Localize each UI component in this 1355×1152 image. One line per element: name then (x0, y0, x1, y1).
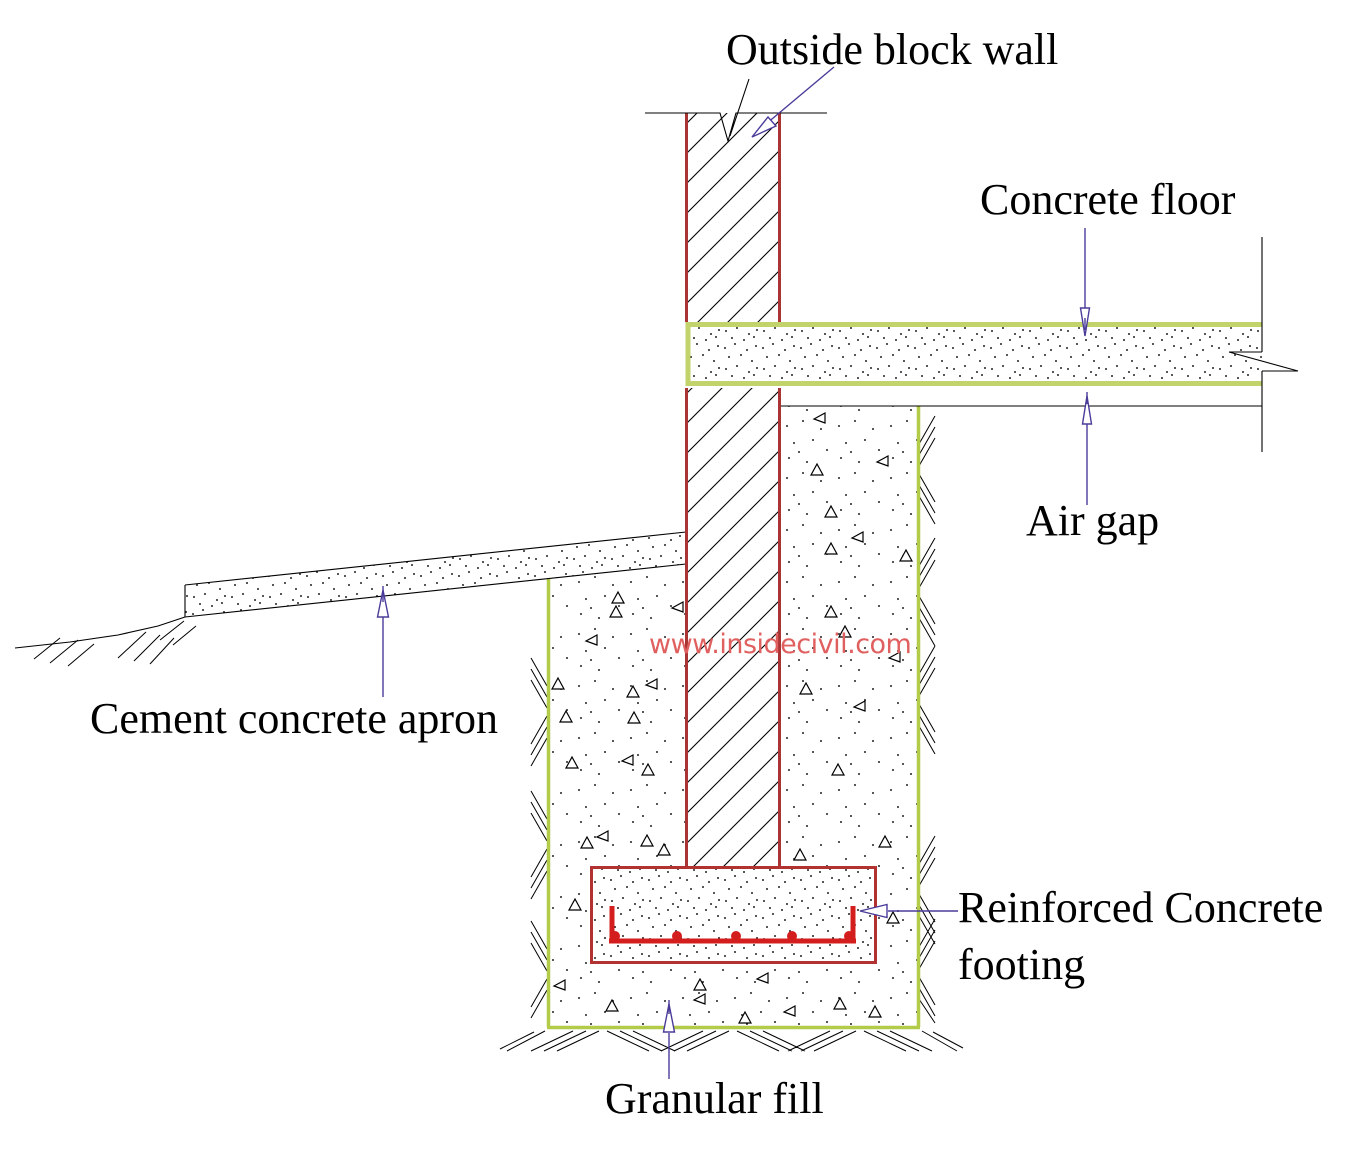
leader-concrete-floor (1079, 228, 1091, 337)
label-air-gap: Air gap (1026, 496, 1160, 545)
cement-concrete-apron-shape (184, 531, 687, 618)
concrete-floor-slab (685, 322, 1262, 386)
leader-cement-concrete-apron (376, 586, 390, 697)
rebar (609, 906, 856, 944)
granular-fill-border (546, 406, 921, 1030)
ground-line (14, 616, 197, 667)
block-wall-upper (685, 113, 781, 322)
wall-top-break (645, 78, 827, 144)
label-reinforced-concrete-footing-line2: footing (958, 940, 1086, 990)
leader-reinforced-footing (859, 903, 958, 919)
block-wall-lower (685, 388, 781, 867)
label-reinforced-concrete-footing-line1: Reinforced Concrete (958, 883, 1324, 932)
floor-right-break (1228, 237, 1299, 452)
gravel-triangles (550, 411, 914, 1024)
label-concrete-floor: Concrete floor (980, 175, 1236, 224)
soil-hatch-ticks (499, 415, 964, 1052)
leader-air-gap (1081, 392, 1093, 505)
watermark-text: www.insidecivil.com (649, 629, 912, 660)
leader-granular-fill (662, 1000, 676, 1079)
footing (590, 866, 877, 964)
label-outside-block-wall: Outside block wall (726, 25, 1059, 74)
label-granular-fill: Granular fill (605, 1074, 824, 1123)
label-reinforced-concrete-footing: Reinforced Concrete footing (958, 879, 1323, 993)
label-cement-concrete-apron: Cement concrete apron (90, 694, 499, 743)
leader-outside-block-wall (751, 66, 835, 138)
